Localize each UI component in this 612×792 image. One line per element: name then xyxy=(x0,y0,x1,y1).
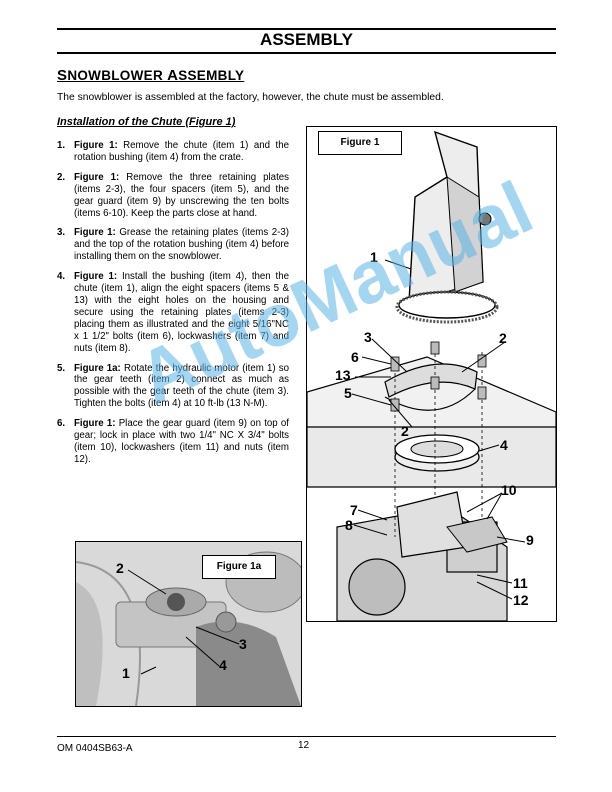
callout-13: 13 xyxy=(335,367,351,383)
step-text: Place the gear guard (item 9) on top of … xyxy=(74,418,289,465)
callout-8: 8 xyxy=(345,517,353,533)
section-title-cap-2: A xyxy=(167,67,179,84)
steps-list: 1. Figure 1: Remove the chute (item 1) an… xyxy=(57,140,289,474)
figure-1: Figure 1 1 2 3 6 13 5 2 4 7 8 10 9 11 12 xyxy=(306,126,557,622)
callout-3: 3 xyxy=(364,329,372,345)
step-number: 6. xyxy=(57,418,66,430)
step-label: Figure 1: xyxy=(74,271,118,283)
step-item: 5. Figure 1a: Rotate the hydraulic motor … xyxy=(57,363,289,411)
step-item: 1. Figure 1: Remove the chute (item 1) an… xyxy=(57,140,289,164)
callout-1a-4: 4 xyxy=(219,657,227,673)
callout-1a-1: 1 xyxy=(122,665,130,681)
callout-5: 5 xyxy=(344,385,352,401)
step-label: Figure 1: xyxy=(74,418,116,430)
figure-1a-photo xyxy=(76,542,301,706)
step-number: 4. xyxy=(57,271,66,283)
step-text: Remove the three retaining plates (items… xyxy=(74,171,289,219)
callout-2: 2 xyxy=(499,330,507,346)
page-number: 12 xyxy=(298,740,310,751)
callout-7: 7 xyxy=(350,502,358,518)
step-number: 2. xyxy=(57,171,66,183)
step-item: 6. Figure 1: Place the gear guard (item 9… xyxy=(57,418,289,466)
section-title-part-2: SSEMBLY xyxy=(178,68,245,83)
callout-12: 12 xyxy=(513,592,529,608)
figure-1-illustration xyxy=(307,130,556,621)
header-top-rule xyxy=(57,28,556,30)
figure-1a: Figure 1a 2 3 4 1 xyxy=(75,541,302,707)
figure-1a-label: Figure 1a xyxy=(202,555,276,579)
callout-11: 11 xyxy=(513,575,528,591)
callout-2b: 2 xyxy=(401,423,409,439)
figure-1-label: Figure 1 xyxy=(318,131,402,155)
section-title-cap-1: S xyxy=(57,67,68,84)
step-text: Install the bushing (item 4), then the c… xyxy=(74,271,289,354)
footer-rule xyxy=(57,736,556,737)
step-text: Grease the retaining plates (items 2-3) … xyxy=(74,227,289,263)
subsection-title: Installation of the Chute (Figure 1) xyxy=(57,116,236,128)
step-number: 1. xyxy=(57,140,66,151)
intro-paragraph: The snowblower is assembled at the facto… xyxy=(57,92,444,103)
section-title: SNOWBLOWER ASSEMBLY xyxy=(57,67,244,84)
callout-1a-2: 2 xyxy=(116,560,124,576)
step-label: Figure 1: xyxy=(74,140,118,151)
step-text: Remove the chute (item 1) and the rotati… xyxy=(74,140,289,163)
step-label: Figure 1: xyxy=(74,227,116,239)
step-item: 4. Figure 1: Install the bushing (item 4)… xyxy=(57,271,289,354)
step-number: 3. xyxy=(57,227,66,239)
callout-9: 9 xyxy=(526,532,534,548)
step-item: 2. Figure 1: Remove the three retaining p… xyxy=(57,172,289,220)
callout-6: 6 xyxy=(351,349,359,365)
step-label: Figure 1a: xyxy=(74,362,121,374)
header-bottom-rule xyxy=(57,52,556,54)
step-number: 5. xyxy=(57,362,66,374)
callout-1: 1 xyxy=(370,249,378,265)
section-title-part-1: NOWBLOWER xyxy=(67,68,168,83)
step-label: Figure 1: xyxy=(74,171,120,183)
footer-doc-code: OM 0404SB63-A xyxy=(57,743,133,754)
step-item: 3. Figure 1: Grease the retaining plates … xyxy=(57,227,289,263)
page-title: ASSEMBLY xyxy=(260,30,353,49)
callout-4: 4 xyxy=(500,437,508,453)
callout-1a-3: 3 xyxy=(239,636,247,652)
step-text: Rotate the hydraulic motor (item 1) so t… xyxy=(74,362,289,410)
callout-10: 10 xyxy=(501,482,517,498)
